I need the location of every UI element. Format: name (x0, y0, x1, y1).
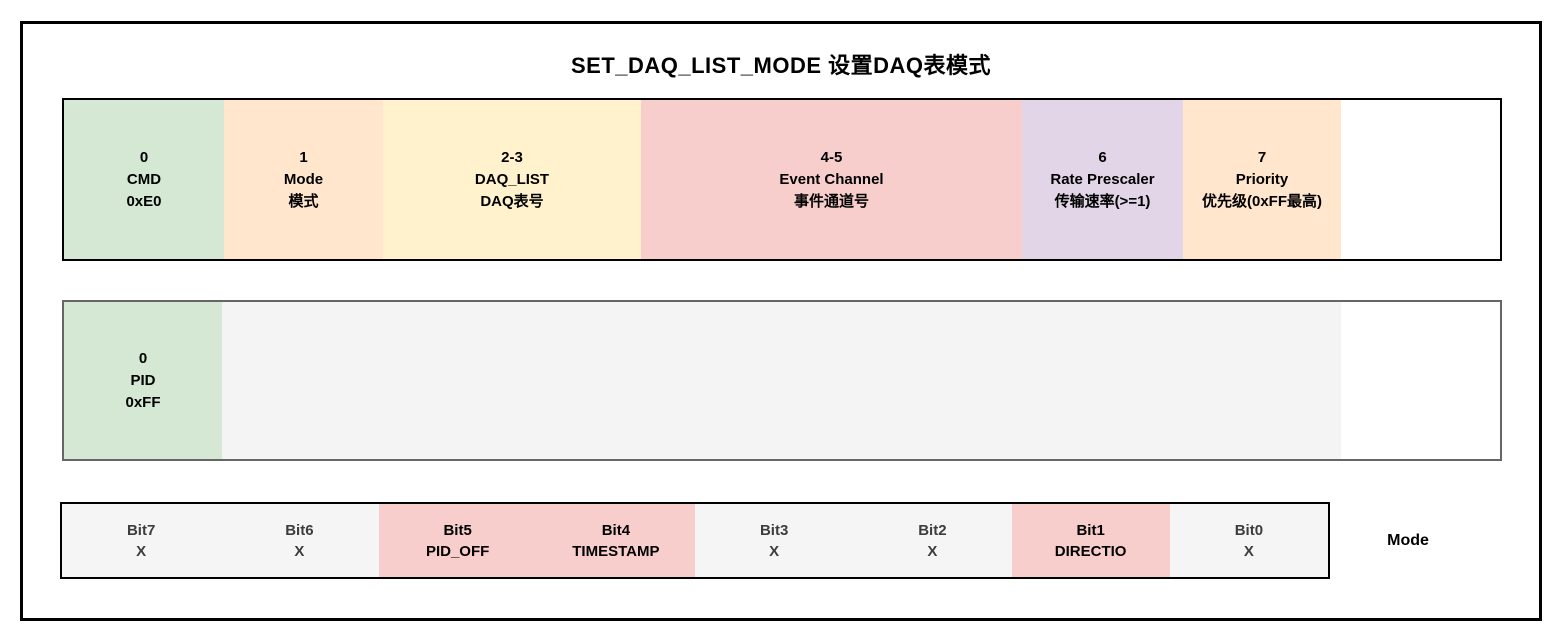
byte-name: Event Channel (779, 170, 884, 188)
bit-label: Bit4 (601, 521, 631, 539)
bit-label: Bit5 (443, 521, 472, 539)
byte-index: 7 (1257, 148, 1267, 166)
byte-row-command: 0 CMD 0xE0 1 Mode 模式 2-3 DAQ_LIST DAQ表号 … (62, 98, 1502, 261)
byte-cell-event-channel: 4-5 Event Channel 事件通道号 (641, 100, 1022, 259)
bit-value: TIMESTAMP (572, 542, 660, 560)
bit-row-caption: Mode (1387, 531, 1429, 549)
response-row-empty-filler (1341, 302, 1500, 459)
byte-desc: 0xFF (125, 393, 161, 411)
bit-label: Bit7 (126, 521, 156, 539)
bit-cell-4-timestamp: Bit4 TIMESTAMP (536, 504, 695, 577)
bit-cell-3: Bit3 X (695, 504, 854, 577)
bit-label: Bit1 (1076, 521, 1105, 539)
bit-label: Bit0 (1234, 521, 1264, 539)
byte-desc: 事件通道号 (793, 192, 869, 210)
bit-cell-0: Bit0 X (1169, 504, 1328, 577)
bit-row-mode: Bit7 X Bit6 X Bit5 PID_OFF Bit4 TIMESTAM… (60, 502, 1330, 579)
byte-desc: DAQ表号 (480, 192, 544, 210)
bit-value: X (136, 542, 147, 560)
byte-cell-mode: 1 Mode 模式 (224, 100, 383, 259)
bit-label: Bit3 (759, 521, 789, 539)
byte-desc: 传输速率(>=1) (1054, 192, 1151, 210)
byte-cell-priority: 7 Priority 优先级(0xFF最高) (1183, 100, 1341, 259)
byte-name: Mode (283, 170, 324, 188)
bit-value: X (1243, 542, 1254, 560)
outer-frame: SET_DAQ_LIST_MODE 设置DAQ表模式 0 CMD 0xE0 1 … (20, 21, 1542, 621)
byte-index: 6 (1098, 148, 1107, 166)
response-row-gray-filler (222, 302, 1341, 459)
diagram-title: SET_DAQ_LIST_MODE 设置DAQ表模式 (570, 53, 992, 78)
byte-cell-pid: 0 PID 0xFF (64, 302, 222, 459)
byte-desc: 优先级(0xFF最高) (1201, 192, 1322, 210)
bit-cell-7: Bit7 X (62, 504, 221, 577)
byte-name: CMD (126, 170, 162, 188)
byte-index: 0 (138, 349, 148, 367)
bit-value: DIRECTIO (1054, 542, 1127, 560)
byte-cell-daq-list: 2-3 DAQ_LIST DAQ表号 (383, 100, 641, 259)
byte-row-response: 0 PID 0xFF (62, 300, 1502, 461)
byte-index: 2-3 (501, 148, 523, 166)
byte-index: 0 (139, 148, 149, 166)
bit-value: X (294, 542, 305, 560)
bit-value: PID_OFF (425, 542, 490, 560)
byte-index: 1 (299, 148, 308, 166)
bit-cell-1-directio: Bit1 DIRECTIO (1011, 504, 1170, 577)
byte-index: 4-5 (820, 148, 843, 166)
byte-desc: 0xE0 (126, 192, 162, 210)
byte-name: Priority (1235, 170, 1289, 188)
byte-row-empty-filler (1341, 100, 1500, 259)
bit-label: Bit6 (285, 521, 314, 539)
byte-name: DAQ_LIST (474, 170, 550, 188)
bit-value: X (769, 542, 780, 560)
bit-label: Bit2 (918, 521, 947, 539)
bit-cell-5-pid-off: Bit5 PID_OFF (378, 504, 537, 577)
byte-cell-cmd: 0 CMD 0xE0 (64, 100, 224, 259)
byte-cell-rate-prescaler: 6 Rate Prescaler 传输速率(>=1) (1022, 100, 1183, 259)
byte-name: Rate Prescaler (1050, 170, 1155, 188)
bit-value: X (927, 542, 938, 560)
byte-desc: 模式 (288, 192, 319, 210)
bit-cell-2: Bit2 X (853, 504, 1012, 577)
byte-name: PID (130, 371, 156, 389)
bit-cell-6: Bit6 X (220, 504, 379, 577)
